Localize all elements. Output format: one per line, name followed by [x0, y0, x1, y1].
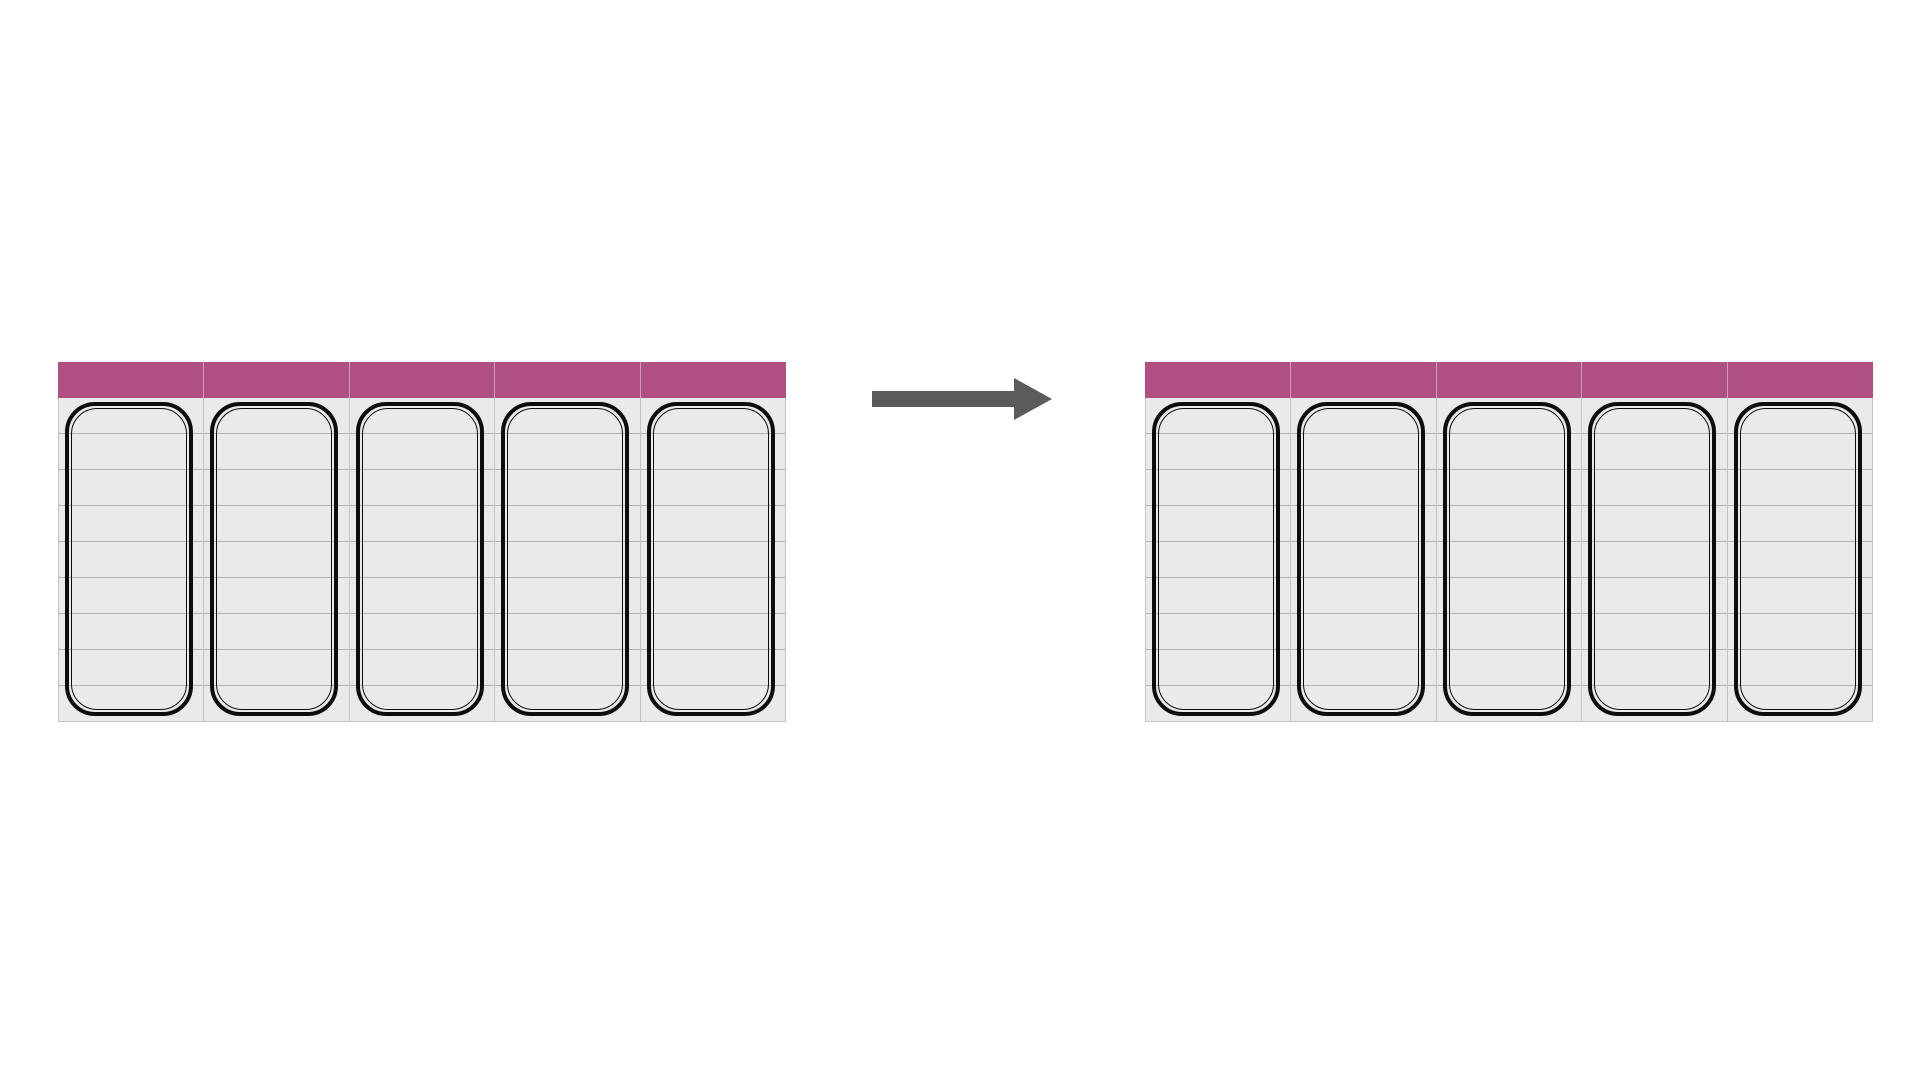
column-highlight: [1152, 402, 1280, 716]
arrow-shape: [872, 378, 1052, 420]
column-highlight: [65, 402, 193, 716]
header-cell: [349, 362, 496, 398]
column-highlight: [356, 402, 484, 716]
table-body: [1145, 398, 1873, 722]
header-cell: [58, 362, 204, 398]
header-cell: [495, 362, 642, 398]
column-highlight: [501, 402, 629, 716]
table-column: [1582, 398, 1728, 721]
header-cell: [1728, 362, 1873, 398]
header-cell: [1290, 362, 1437, 398]
table-column: [350, 398, 496, 721]
column-highlight: [210, 402, 338, 716]
table-column: [495, 398, 641, 721]
header-row: [58, 362, 786, 398]
header-cell: [1436, 362, 1583, 398]
table-after: [1145, 362, 1873, 722]
column-highlight: [1734, 402, 1862, 716]
header-cell: [1582, 362, 1729, 398]
column-highlight: [1443, 402, 1571, 716]
right-arrow-icon: [872, 378, 1052, 420]
column-highlight: [647, 402, 775, 716]
header-row: [1145, 362, 1873, 398]
table-column: [59, 398, 205, 721]
table-column: [1291, 398, 1437, 721]
header-cell: [203, 362, 350, 398]
table-column: [1437, 398, 1583, 721]
header-cell: [641, 362, 786, 398]
table-column: [204, 398, 350, 721]
column-highlight: [1588, 402, 1716, 716]
table-column: [1146, 398, 1292, 721]
column-highlight: [1297, 402, 1425, 716]
table-body: [58, 398, 786, 722]
table-before: [58, 362, 786, 722]
header-cell: [1145, 362, 1291, 398]
